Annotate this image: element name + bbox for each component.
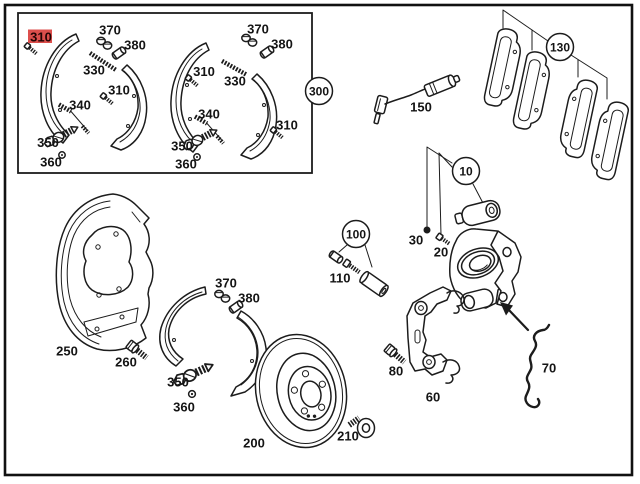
caliper-leader-body (472, 183, 485, 206)
part-label-200[interactable]: 200 (243, 436, 265, 451)
part-label-380-b[interactable]: 380 (271, 37, 293, 52)
part-label-250[interactable]: 250 (56, 344, 78, 359)
part-label-110[interactable]: 110 (330, 271, 351, 286)
bleed-screw-icon (435, 232, 451, 246)
part-label-330-b[interactable]: 330 (224, 74, 246, 89)
callout-100-text[interactable]: 100 (346, 228, 366, 242)
part-label-360-a[interactable]: 360 (40, 155, 62, 170)
caliper-drawing (423, 146, 522, 312)
part-label-20[interactable]: 20 (434, 245, 448, 260)
part-label-80[interactable]: 80 (389, 364, 403, 379)
brake-pad-set-drawing (482, 9, 631, 182)
part-label-310-b[interactable]: 310 (193, 64, 215, 79)
caliper-bracket-drawing (406, 286, 465, 384)
guide-bolt-kit-drawing (327, 244, 389, 298)
pad-leader-line-1 (502, 9, 549, 42)
part-label-350-b[interactable]: 350 (171, 139, 193, 154)
part-label-350-c[interactable]: 350 (167, 375, 189, 390)
spring-340-a (57, 102, 91, 135)
callout-10[interactable]: 10 (451, 156, 481, 186)
part-label-370-c[interactable]: 370 (215, 276, 237, 291)
guide-sleeve-icon (359, 270, 389, 298)
callout-300[interactable]: 300 (304, 76, 334, 106)
part-label-350-a[interactable]: 350 (37, 135, 59, 150)
part-label-380-c[interactable]: 380 (238, 291, 260, 306)
retainer-icon-b (193, 153, 201, 161)
part-label-370-b[interactable]: 370 (247, 22, 269, 37)
caliper-top-boss (454, 199, 501, 227)
part-label-210[interactable]: 210 (337, 429, 359, 444)
part-label-330-a[interactable]: 330 (83, 63, 105, 78)
arrow-head (500, 302, 513, 316)
wear-sensor-drawing (373, 74, 461, 125)
retainer-icon-a (58, 151, 66, 159)
callout-130[interactable]: 130 (545, 32, 575, 62)
callout-300-text[interactable]: 300 (309, 85, 329, 99)
caliper-leader-20 (438, 152, 453, 236)
part-label-340-b[interactable]: 340 (198, 107, 220, 122)
retaining-spring-drawing (500, 302, 551, 409)
pad-leader-line-3 (570, 54, 608, 100)
part-label-310-a2[interactable]: 310 (108, 83, 130, 98)
retainer-icon-c (187, 389, 197, 399)
highlight-box-310 (28, 29, 52, 43)
callout-130-text[interactable]: 130 (550, 41, 570, 55)
pad-clip-top (446, 290, 465, 314)
part-label-60[interactable]: 60 (426, 390, 440, 405)
part-label-310-b2[interactable]: 310 (276, 118, 298, 133)
callout-100[interactable]: 100 (341, 219, 371, 249)
parking-shoe-assembly-left-drawing (21, 33, 148, 159)
return-spring-330-b (220, 59, 249, 77)
return-spring-330-a (88, 51, 118, 72)
parking-shoe-assembly-right-drawing (170, 33, 287, 161)
part-label-360-c[interactable]: 360 (173, 400, 195, 415)
part-label-70[interactable]: 70 (542, 361, 556, 376)
part-label-360-b[interactable]: 360 (175, 157, 197, 172)
caliper-bottom-boss (460, 288, 494, 312)
cover-plate-drawing (55, 193, 154, 352)
part-label-340-a[interactable]: 340 (69, 98, 91, 113)
bleed-cap-dot (423, 226, 431, 234)
part-label-310-highlighted[interactable]: 310 (30, 30, 52, 45)
callout-10-text[interactable]: 10 (459, 165, 473, 179)
part-label-260[interactable]: 260 (115, 355, 137, 370)
disc-screw-icon (347, 415, 376, 439)
part-labels: 310 370 380 330 310 340 350 360 310 330 … (28, 22, 556, 451)
brake-disc-drawing (254, 333, 348, 449)
guide-bolt-icon (342, 258, 361, 275)
part-label-30[interactable]: 30 (409, 233, 423, 248)
part-label-370-a[interactable]: 370 (99, 23, 121, 38)
part-label-380-a[interactable]: 380 (124, 38, 146, 53)
pad-clip-bottom (442, 359, 461, 384)
part-label-150[interactable]: 150 (410, 100, 432, 115)
